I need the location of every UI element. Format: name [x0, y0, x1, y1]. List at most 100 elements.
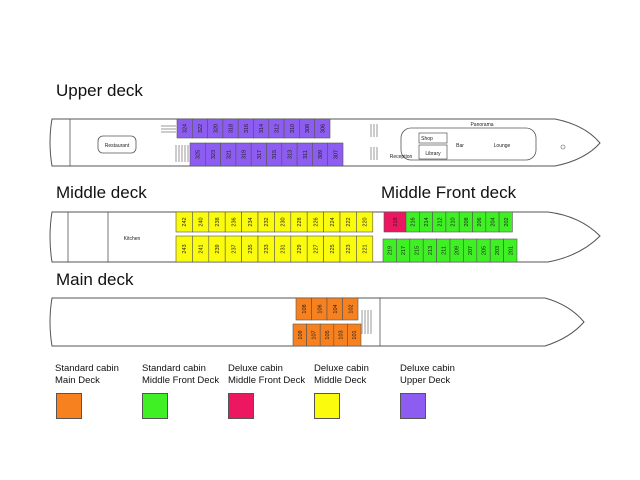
legend-line1: Deluxe cabin [400, 363, 455, 374]
cabin-number: 222 [346, 217, 352, 226]
cabin-number: 106 [317, 304, 323, 313]
cabin-number: 310 [290, 124, 296, 133]
cabin-number: 307 [333, 150, 339, 159]
legend-label-deluxe-middle-front: Deluxe cabin Middle Front Deck [228, 363, 305, 387]
restaurant-label: Restaurant [105, 143, 130, 149]
cabin-number: 234 [248, 217, 254, 226]
legend-label-standard-middle-front: Standard cabin Middle Front Deck [142, 363, 219, 387]
legend-line1: Standard cabin [55, 363, 119, 374]
bar-label: Bar [456, 143, 464, 149]
legend-swatch-standard-middle-front [142, 393, 168, 419]
cabin-number: 218 [393, 217, 399, 226]
cabin-307[interactable] [327, 142, 344, 167]
cabin-number: 101 [352, 330, 358, 339]
cabin-201[interactable] [503, 238, 518, 263]
cabin-number: 103 [339, 330, 345, 339]
upper-bow-fixture [560, 144, 566, 150]
cabin-number: 209 [455, 246, 461, 255]
cabin-number: 241 [199, 244, 205, 253]
cabin-202[interactable] [498, 211, 513, 233]
legend-label-standard-main: Standard cabin Main Deck [55, 363, 119, 387]
cabin-number: 319 [242, 150, 248, 159]
cabin-number: 213 [428, 246, 434, 255]
cabin-number: 215 [415, 246, 421, 255]
cabin-number: 324 [183, 124, 189, 133]
panorama-label: Panorama [470, 122, 493, 128]
reception-label: Reception [390, 154, 413, 160]
main-stairs [361, 310, 372, 334]
shop-label: Shop [421, 136, 433, 142]
restaurant-room [97, 135, 137, 154]
cabin-number: 311 [303, 150, 309, 159]
cabin-number: 210 [451, 217, 457, 226]
cabin-number: 105 [325, 330, 331, 339]
cabin-number: 322 [198, 124, 204, 133]
cabin-number: 202 [504, 217, 510, 226]
main-deck-hull [49, 297, 585, 347]
cabin-number: 217 [401, 246, 407, 255]
legend-line1: Standard cabin [142, 363, 206, 374]
cabin-306[interactable] [314, 118, 331, 139]
cabin-number: 232 [264, 217, 270, 226]
legend-line1: Deluxe cabin [228, 363, 283, 374]
upper-stairs [161, 124, 378, 162]
cabin-number: 204 [490, 217, 496, 226]
cabin-number: 214 [424, 217, 430, 226]
cabin-number: 242 [182, 217, 188, 226]
cabin-number: 323 [211, 150, 217, 159]
shop-room [418, 132, 448, 144]
cabin-number: 102 [348, 304, 354, 313]
cabin-220[interactable] [356, 211, 374, 233]
cabin-number: 312 [274, 124, 280, 133]
lounge-label: Lounge [494, 143, 511, 149]
cabin-number: 108 [302, 304, 308, 313]
cabin-number: 230 [281, 217, 287, 226]
library-label: Library [425, 151, 441, 157]
middle-front-deck-title: Middle Front deck [381, 183, 517, 202]
cabin-number: 313 [287, 150, 293, 159]
legend-swatch-deluxe-upper [400, 393, 426, 419]
cabin-number: 237 [231, 244, 237, 253]
cabin-number: 225 [330, 244, 336, 253]
middle-deck-title: Middle deck [56, 183, 147, 202]
cabin-number: 208 [464, 217, 470, 226]
cabin-number: 231 [281, 244, 287, 253]
cabin-number: 206 [477, 217, 483, 226]
cabin-number: 223 [346, 244, 352, 253]
cabin-number: 104 [333, 304, 339, 313]
cabin-number: 203 [495, 246, 501, 255]
legend-line2: Main Deck [55, 375, 100, 386]
cabin-number: 107 [311, 330, 317, 339]
cabin-number: 243 [182, 244, 188, 253]
kitchen-label: Kitchen [124, 236, 141, 242]
cabin-number: 315 [272, 150, 278, 159]
cabin-number: 325 [196, 150, 202, 159]
cabin-number: 226 [313, 217, 319, 226]
cabin-number: 317 [257, 150, 263, 159]
cabin-number: 211 [441, 246, 447, 255]
cabin-number: 316 [244, 124, 250, 133]
library-room [418, 144, 448, 160]
legend-line2: Middle Deck [314, 375, 367, 386]
cabin-number: 308 [305, 124, 311, 133]
cabin-number: 207 [468, 246, 474, 255]
legend-line2: Middle Front Deck [142, 375, 220, 386]
cabin-number: 229 [297, 244, 303, 253]
cabin-number: 233 [264, 244, 270, 253]
cabin-number: 320 [213, 124, 219, 133]
cabin-101[interactable] [347, 323, 362, 347]
legend-label-deluxe-upper: Deluxe cabin Upper Deck [400, 363, 455, 387]
cabin-number: 228 [297, 217, 303, 226]
cabin-number: 240 [199, 217, 205, 226]
cabin-221[interactable] [356, 235, 374, 263]
legend-line2: Upper Deck [400, 375, 451, 386]
cabin-102[interactable] [342, 297, 359, 321]
cabin-number: 318 [229, 124, 235, 133]
legend-label-deluxe-middle: Deluxe cabin Middle Deck [314, 363, 369, 387]
main-deck-title: Main deck [56, 270, 134, 289]
